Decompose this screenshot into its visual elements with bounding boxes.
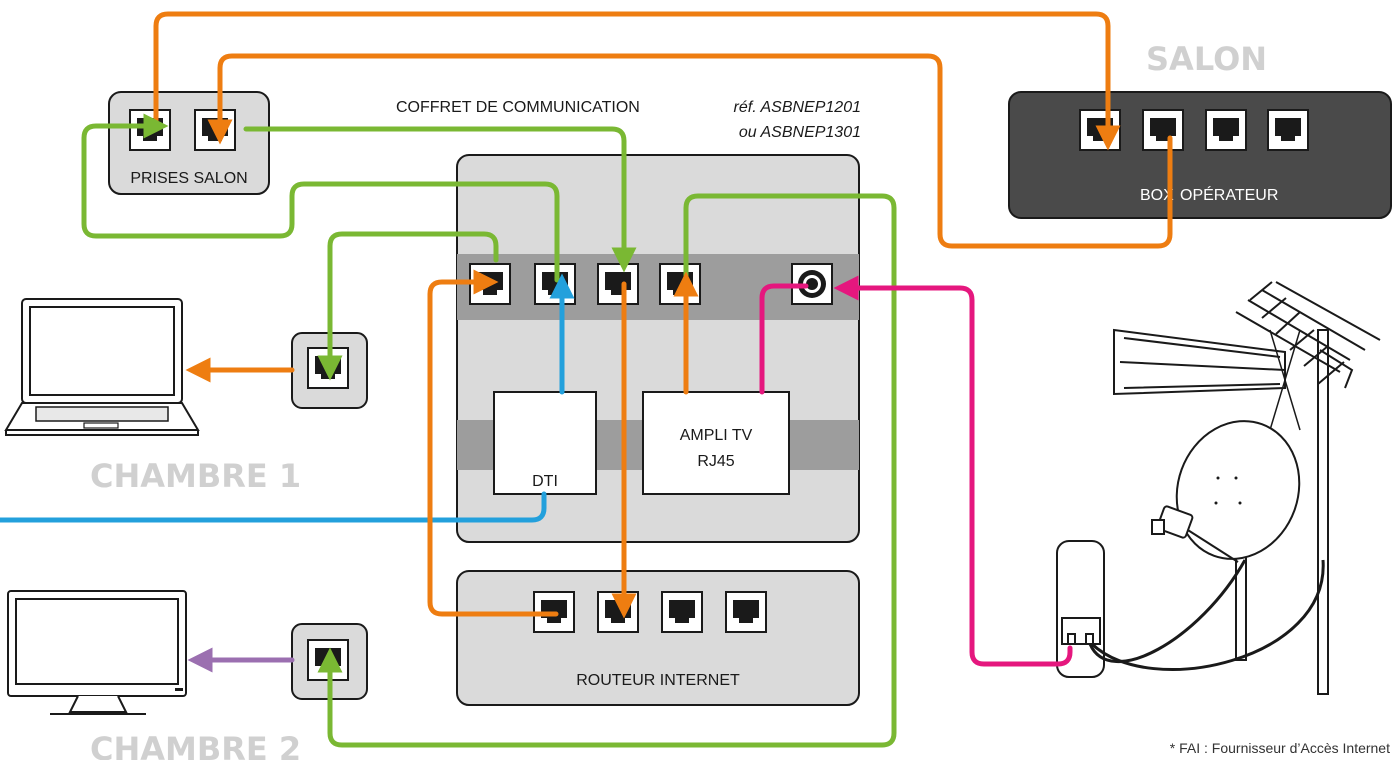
box-label-2: OPÉRATEUR <box>1180 185 1278 204</box>
routeur-port-2 <box>597 591 639 633</box>
footnote: * FAI : Fournisseur d’Accès Internet <box>1170 740 1390 756</box>
tv-icon <box>7 590 187 715</box>
box-port-4 <box>1267 109 1309 151</box>
cable-coffret2-prise1 <box>81 113 560 283</box>
box-port-2 <box>1142 109 1184 151</box>
ampli-tv-box <box>642 391 790 495</box>
ampli-label-line2: RJ45 <box>697 453 734 470</box>
cable-prise1-box <box>153 11 1121 151</box>
tv-antenna-icon <box>1113 281 1381 695</box>
routeur-port-3 <box>661 591 703 633</box>
room-chambre2: CHAMBRE 2 <box>90 730 301 760</box>
routeur-label: ROUTEUR INTERNET <box>576 672 740 689</box>
coffret-title: COFFRET DE COMMUNICATION <box>396 99 640 116</box>
ampli-label-line1: AMPLI TV <box>680 427 753 444</box>
prise-salon-1 <box>129 109 171 151</box>
box-port-3 <box>1205 109 1247 151</box>
laptop-icon <box>4 298 200 436</box>
cable-prise2-coffret3 <box>243 126 637 273</box>
coffret-port-3 <box>597 263 639 305</box>
multiswitch-icon <box>1056 540 1105 678</box>
coffret-ref-line2: ou ASBNEP1301 <box>739 124 861 141</box>
cable-box-prise2 <box>207 53 1173 249</box>
coax-port <box>791 263 833 305</box>
coffret-port-4 <box>659 263 701 305</box>
cable-ligne-dti <box>0 491 547 523</box>
prise-salon-2 <box>194 109 236 151</box>
satellite-dish-icon <box>1151 420 1301 661</box>
dti-box <box>493 391 597 495</box>
dti-label: DTI <box>532 473 558 490</box>
cable-coffret1-chambre1 <box>317 231 499 381</box>
routeur-port-4 <box>725 591 767 633</box>
coffret-ref-line1: réf. ASBNEP1201 <box>734 99 861 116</box>
room-salon: SALON <box>1146 40 1267 78</box>
box-port-1 <box>1079 109 1121 151</box>
coax-cables <box>1088 559 1325 671</box>
cable-coffret4-chambre2 <box>317 193 897 748</box>
cable-ampli-coax <box>759 283 809 395</box>
box-label-1: BOX <box>1140 187 1174 204</box>
cable-antenne-coax <box>833 275 1073 667</box>
room-chambre1: CHAMBRE 1 <box>90 457 301 495</box>
cable-routeur1-coffret1 <box>427 269 559 617</box>
prises-salon-label: PRISES SALON <box>130 170 247 187</box>
